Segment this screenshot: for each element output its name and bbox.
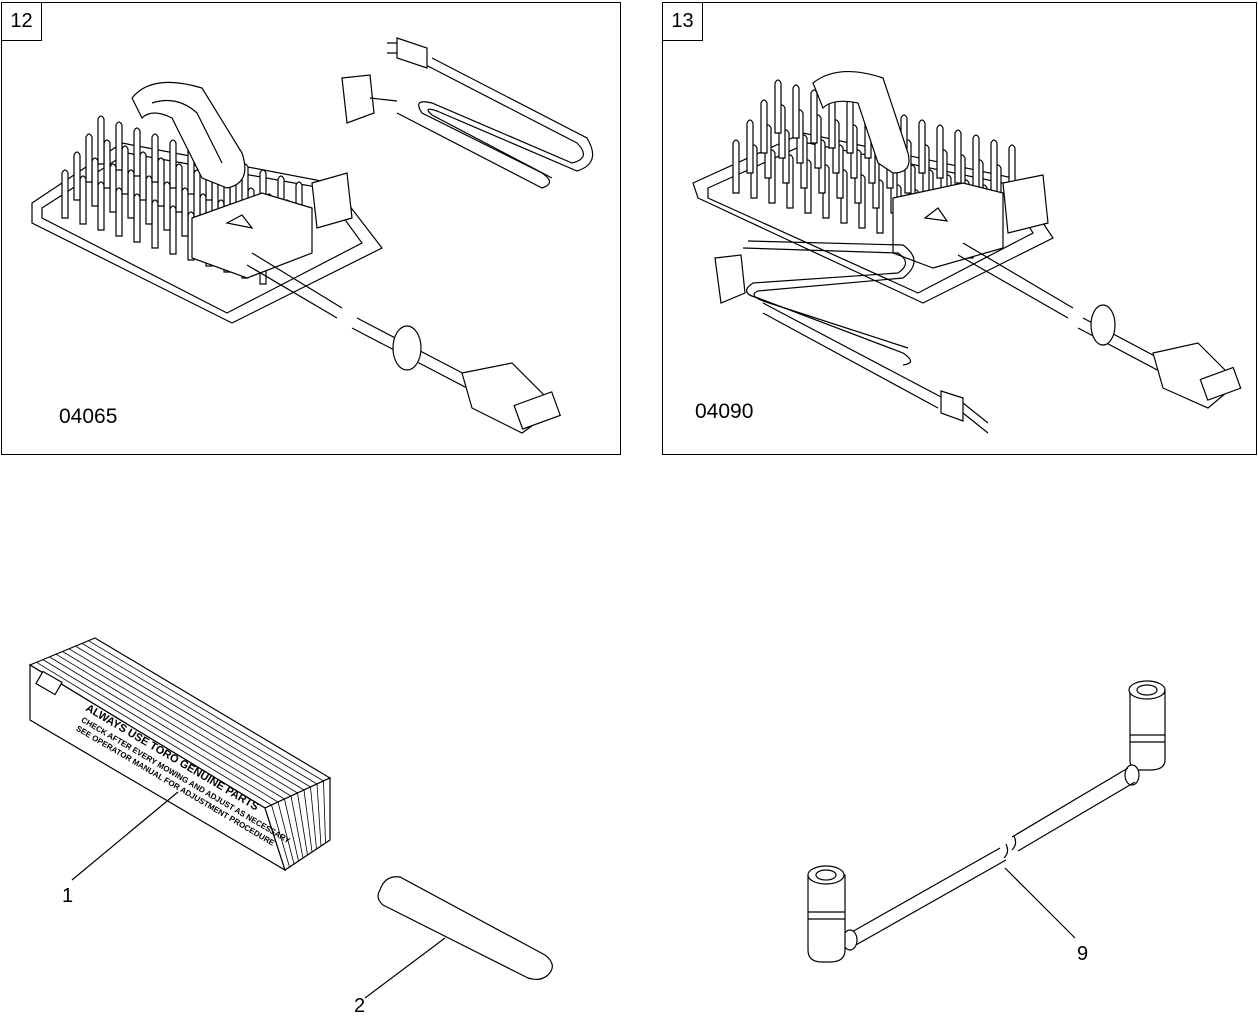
callout-1: 1 (62, 885, 74, 907)
callout-2: 2 (354, 995, 366, 1017)
panel-number: 12 (2, 3, 42, 41)
figure-panel-13: 13 04090 (662, 2, 1257, 455)
leader-line-1 (71, 791, 179, 881)
decal (364, 876, 553, 999)
battery-charger-drawing (692, 70, 1242, 434)
manual-label-text: ALWAYS USE TORO GENUINE PARTS CHECK AFTE… (75, 702, 293, 848)
figure-panel-12: 12 04065 (1, 2, 621, 455)
manual-line1: CHECK AFTER EVERY MOWING AND ADJUST AS N… (80, 715, 293, 845)
battery-charger-drawing (31, 37, 594, 434)
toro-logo-box (35, 670, 63, 696)
parts-manual-stack: ALWAYS USE TORO GENUINE PARTS CHECK AFTE… (28, 637, 332, 881)
leader-line-2 (364, 937, 446, 999)
manual-heading: ALWAYS USE TORO GENUINE PARTS (83, 702, 260, 813)
figure-code: 04090 (695, 400, 754, 423)
manual-line2: SEE OPERATOR MANUAL FOR ADJUSTMENT PROCE… (75, 724, 277, 848)
leader-line-9 (1004, 867, 1076, 939)
figure-code: 04065 (59, 405, 118, 428)
callout-9: 9 (1077, 943, 1089, 965)
panel-number: 13 (663, 3, 703, 41)
sensor-cable (807, 680, 1166, 963)
